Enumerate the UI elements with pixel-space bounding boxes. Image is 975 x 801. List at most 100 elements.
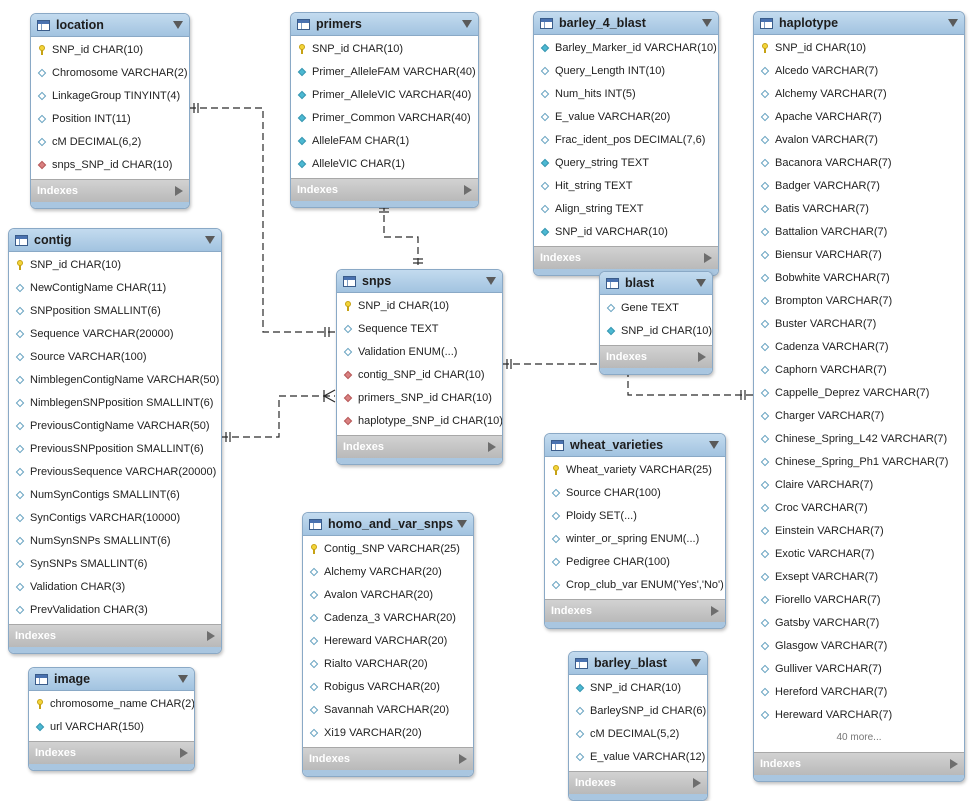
column-row[interactable]: Primer_AlleleFAM VARCHAR(40) [291,60,478,83]
table-header[interactable]: contig [9,229,221,252]
column-row[interactable]: Query_Length INT(10) [534,59,718,82]
column-row[interactable]: contig_SNP_id CHAR(10) [337,363,502,386]
column-row[interactable]: Alcedo VARCHAR(7) [754,59,964,82]
column-row[interactable]: Glasgow VARCHAR(7) [754,634,964,657]
column-row[interactable]: Cadenza VARCHAR(7) [754,335,964,358]
column-row[interactable]: NewContigName CHAR(11) [9,276,221,299]
column-row[interactable]: Cappelle_Deprez VARCHAR(7) [754,381,964,404]
column-row[interactable]: Buster VARCHAR(7) [754,312,964,335]
column-row[interactable]: cM DECIMAL(6,2) [31,130,189,153]
column-row[interactable]: Bacanora VARCHAR(7) [754,151,964,174]
column-row[interactable]: primers_SNP_id CHAR(10) [337,386,502,409]
column-row[interactable]: Batis VARCHAR(7) [754,197,964,220]
column-row[interactable]: Apache VARCHAR(7) [754,105,964,128]
column-row[interactable]: haplotype_SNP_id CHAR(10) [337,409,502,432]
collapse-arrow-icon[interactable] [709,441,719,449]
column-row[interactable]: Avalon VARCHAR(20) [303,583,473,606]
indexes-section[interactable]: Indexes [29,741,194,764]
column-row[interactable]: PrevValidation CHAR(3) [9,598,221,621]
column-row[interactable]: NumSynContigs SMALLINT(6) [9,483,221,506]
indexes-section[interactable]: Indexes [31,179,189,202]
expand-arrow-icon[interactable] [711,606,719,616]
collapse-arrow-icon[interactable] [173,21,183,29]
column-row[interactable]: E_value VARCHAR(12) [569,745,707,768]
column-row[interactable]: Hereward VARCHAR(7) [754,703,964,726]
collapse-arrow-icon[interactable] [702,19,712,27]
column-row[interactable]: Align_string TEXT [534,197,718,220]
column-row[interactable]: Ploidy SET(...) [545,504,725,527]
column-row[interactable]: Exotic VARCHAR(7) [754,542,964,565]
column-row[interactable]: Query_string TEXT [534,151,718,174]
column-row[interactable]: LinkageGroup TINYINT(4) [31,84,189,107]
expand-arrow-icon[interactable] [459,754,467,764]
column-row[interactable]: Charger VARCHAR(7) [754,404,964,427]
expand-arrow-icon[interactable] [180,748,188,758]
column-row[interactable]: Crop_club_var ENUM('Yes','No') [545,573,725,596]
column-row[interactable]: SNP_id CHAR(10) [600,319,712,342]
column-row[interactable]: Hereward VARCHAR(20) [303,629,473,652]
column-row[interactable]: Sequence VARCHAR(20000) [9,322,221,345]
collapse-arrow-icon[interactable] [696,279,706,287]
expand-arrow-icon[interactable] [464,185,472,195]
column-row[interactable]: BarleySNP_id CHAR(6) [569,699,707,722]
collapse-arrow-icon[interactable] [457,520,467,528]
column-row[interactable]: NimblegenSNPposition SMALLINT(6) [9,391,221,414]
table-header[interactable]: snps [337,270,502,293]
column-row[interactable]: Primer_Common VARCHAR(40) [291,106,478,129]
column-row[interactable]: Hereford VARCHAR(7) [754,680,964,703]
column-row[interactable]: SNP_id CHAR(10) [337,294,502,317]
column-row[interactable]: NumSynSNPs SMALLINT(6) [9,529,221,552]
indexes-section[interactable]: Indexes [303,747,473,770]
column-row[interactable]: Validation ENUM(...) [337,340,502,363]
column-row[interactable]: Sequence TEXT [337,317,502,340]
column-row[interactable]: Rialto VARCHAR(20) [303,652,473,675]
column-row[interactable]: Claire VARCHAR(7) [754,473,964,496]
column-row[interactable]: Biensur VARCHAR(7) [754,243,964,266]
column-row[interactable]: PreviousContigName VARCHAR(50) [9,414,221,437]
column-row[interactable]: Num_hits INT(5) [534,82,718,105]
column-row[interactable]: SNP_id CHAR(10) [569,676,707,699]
table-header[interactable]: location [31,14,189,37]
column-row[interactable]: Savannah VARCHAR(20) [303,698,473,721]
indexes-section[interactable]: Indexes [569,771,707,794]
column-row[interactable]: NimblegenContigName VARCHAR(50) [9,368,221,391]
column-row[interactable]: Wheat_variety VARCHAR(25) [545,458,725,481]
expand-arrow-icon[interactable] [693,778,701,788]
column-row[interactable]: Cadenza_3 VARCHAR(20) [303,606,473,629]
column-row[interactable]: Avalon VARCHAR(7) [754,128,964,151]
column-row[interactable]: SNP_id VARCHAR(10) [534,220,718,243]
column-row[interactable]: Primer_AlleleVIC VARCHAR(40) [291,83,478,106]
column-row[interactable]: SNP_id CHAR(10) [291,37,478,60]
column-row[interactable]: Gulliver VARCHAR(7) [754,657,964,680]
column-row[interactable]: E_value VARCHAR(20) [534,105,718,128]
column-row[interactable]: SNP_id CHAR(10) [754,36,964,59]
column-row[interactable]: Brompton VARCHAR(7) [754,289,964,312]
column-row[interactable]: Pedigree CHAR(100) [545,550,725,573]
column-row[interactable]: Alchemy VARCHAR(20) [303,560,473,583]
column-row[interactable]: Badger VARCHAR(7) [754,174,964,197]
column-row[interactable]: Position INT(11) [31,107,189,130]
collapse-arrow-icon[interactable] [462,20,472,28]
expand-arrow-icon[interactable] [698,352,706,362]
column-row[interactable]: Fiorello VARCHAR(7) [754,588,964,611]
column-row[interactable]: SNP_id CHAR(10) [9,253,221,276]
column-row[interactable]: Source CHAR(100) [545,481,725,504]
column-row[interactable]: AlleleVIC CHAR(1) [291,152,478,175]
column-row[interactable]: Alchemy VARCHAR(7) [754,82,964,105]
collapse-arrow-icon[interactable] [486,277,496,285]
column-row[interactable]: PreviousSequence VARCHAR(20000) [9,460,221,483]
column-row[interactable]: AlleleFAM CHAR(1) [291,129,478,152]
indexes-section[interactable]: Indexes [600,345,712,368]
table-header[interactable]: barley_blast [569,652,707,675]
column-row[interactable]: Gene TEXT [600,296,712,319]
column-row[interactable]: Validation CHAR(3) [9,575,221,598]
expand-arrow-icon[interactable] [207,631,215,641]
column-row[interactable]: Exsept VARCHAR(7) [754,565,964,588]
column-row[interactable]: SynSNPs SMALLINT(6) [9,552,221,575]
expand-arrow-icon[interactable] [488,442,496,452]
collapse-arrow-icon[interactable] [948,19,958,27]
